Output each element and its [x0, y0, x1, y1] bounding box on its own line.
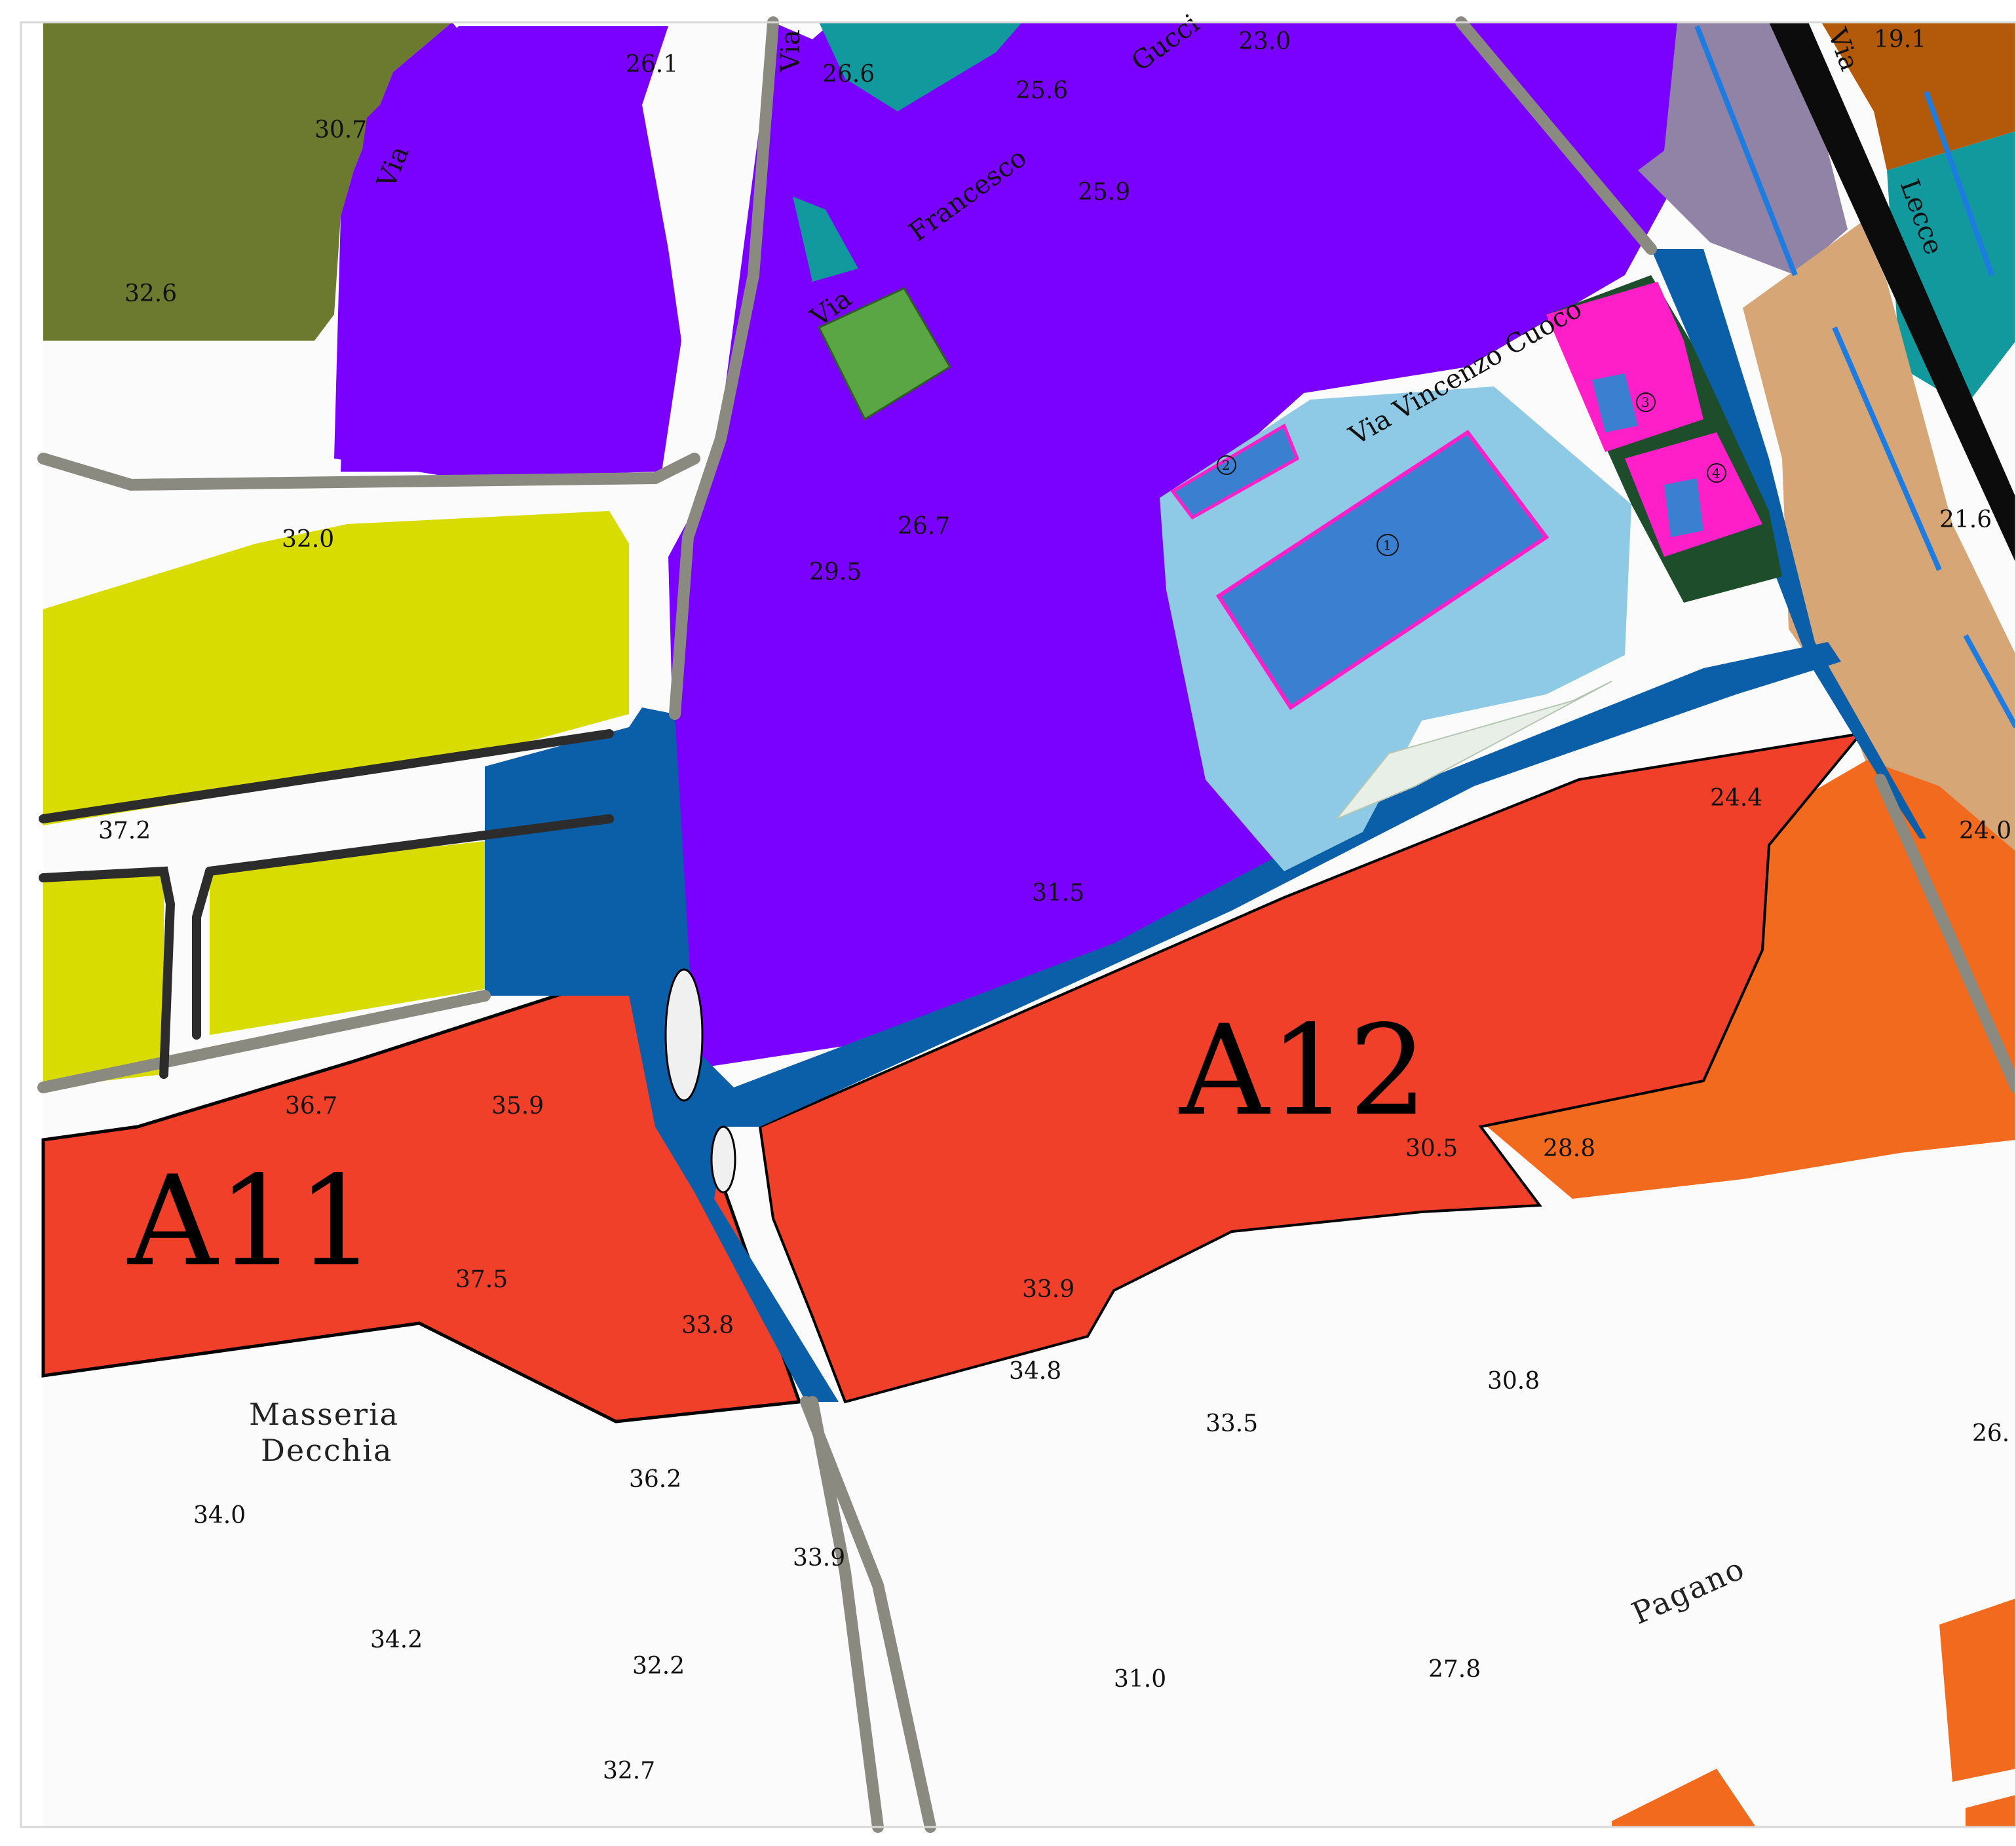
elev-label: 32.7	[603, 1758, 655, 1784]
elev-label: 26.	[1972, 1420, 2009, 1447]
elev-label: 33.9	[793, 1545, 845, 1572]
orange-zone-bottom-right	[1939, 1598, 2016, 1782]
elev-label: 32.2	[632, 1653, 685, 1680]
elev-label: 30.8	[1487, 1368, 1540, 1395]
elev-label: 34.0	[193, 1502, 246, 1529]
building-4-core	[1664, 478, 1703, 537]
facility-number-3: 3	[1641, 394, 1650, 410]
elev-label: 27.8	[1428, 1656, 1481, 1683]
building-1	[1215, 429, 1550, 711]
zone-label-a11: A11	[126, 1149, 376, 1294]
teal-zone-small	[793, 197, 858, 282]
elev-label: 26.6	[822, 61, 875, 88]
elev-label: 19.1	[1874, 26, 1926, 53]
roads-dark	[39, 729, 614, 1079]
elev-label: 34.8	[1009, 1358, 1061, 1385]
elev-label: 33.8	[681, 1312, 734, 1339]
elevation-points: 26.1 26.6 25.6 23.0 19.1 30.7 25.9 32.6 …	[98, 26, 2011, 1784]
elev-label: 31.0	[1114, 1666, 1166, 1693]
elev-label: 25.9	[1078, 179, 1130, 206]
elev-label: 32.6	[124, 280, 177, 307]
yellow-zone-upper	[43, 511, 629, 825]
elev-label: 36.2	[629, 1466, 681, 1493]
railway-line	[1769, 22, 2016, 563]
elev-label: 32.0	[282, 526, 334, 553]
elev-label: 24.0	[1959, 818, 2011, 844]
elev-label: 37.5	[455, 1266, 508, 1293]
elev-label: 36.7	[285, 1093, 337, 1120]
residential-zone-west	[341, 26, 681, 472]
streams	[1694, 25, 2016, 728]
elev-label: 30.7	[314, 117, 367, 143]
traffic-island-north	[664, 968, 704, 1102]
elev-label: 33.5	[1206, 1410, 1258, 1437]
vertical-road-east	[1651, 249, 1926, 838]
green-belt-strip	[1336, 681, 1612, 819]
facility-number-1: 1	[1383, 537, 1392, 553]
building-3-core	[1592, 373, 1638, 432]
zone-label-a12: A12	[1178, 998, 1428, 1143]
elev-label: 37.2	[98, 818, 151, 844]
zone-a12-area	[758, 732, 1864, 1404]
elev-label: 28.8	[1543, 1135, 1595, 1162]
green-square	[817, 287, 952, 421]
orange-zone-bottom	[1612, 1769, 1756, 1827]
place-name-masseria: Masseria	[249, 1397, 399, 1432]
teal-zone-top	[819, 22, 1022, 111]
elev-label: 26.7	[898, 513, 950, 540]
street-label-via-north: Via	[776, 29, 806, 73]
elev-label: 30.5	[1405, 1135, 1458, 1162]
roads-gray	[37, 16, 2016, 1833]
elev-label: 35.9	[491, 1093, 544, 1120]
orange-zone-east	[1487, 760, 2016, 1199]
facility-number-2: 2	[1222, 457, 1230, 473]
map-frame-border	[20, 21, 2016, 1828]
olive-zone	[43, 22, 452, 341]
elev-label: 21.6	[1939, 506, 1992, 533]
elev-label: 34.2	[370, 1627, 423, 1653]
residential-zone	[334, 22, 1730, 1068]
brown-zone	[1821, 22, 2016, 170]
elev-label: 25.6	[1016, 77, 1068, 104]
elev-label: 29.5	[809, 559, 862, 586]
facility-number-4: 4	[1712, 465, 1721, 481]
elev-label: 26.1	[626, 51, 678, 78]
orange-zone-corner	[1966, 1795, 2016, 1827]
elev-label: 33.9	[1022, 1276, 1075, 1303]
facility-markers: 1 2 3 4	[1217, 392, 1726, 556]
building-3-area	[1546, 282, 1703, 452]
elev-label: 31.5	[1032, 880, 1084, 907]
building-2	[1170, 423, 1300, 520]
elev-label: 23.0	[1238, 28, 1291, 55]
elev-label: 24.4	[1710, 785, 1762, 812]
traffic-island-south	[710, 1125, 736, 1194]
place-name-decchia: Decchia	[261, 1433, 392, 1468]
yellow-zone-left	[43, 871, 164, 1087]
